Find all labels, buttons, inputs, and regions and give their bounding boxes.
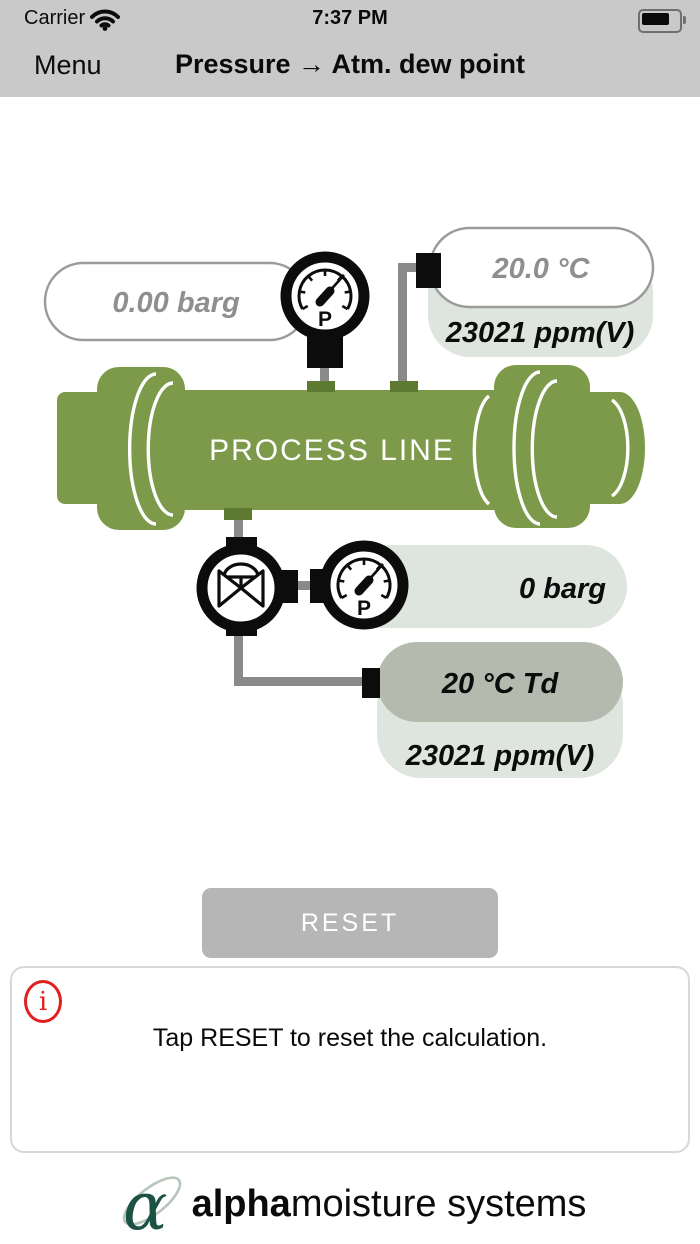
pipe-flange-left (97, 367, 185, 530)
atm-pressure-gauge (310, 546, 403, 624)
pipe-tap-top-2 (390, 381, 418, 392)
gauge1-pipe-line (320, 360, 329, 388)
info-panel: i Tap RESET to reset the calculation. (10, 966, 690, 1153)
atm-moisture-value: 23021 ppm(V) (405, 740, 595, 772)
process-diagram: P (43, 226, 655, 778)
line-temperature-value: 20.0 °C (491, 253, 590, 285)
valve-gauge2-line (288, 581, 322, 590)
line-pressure-value: 0.00 barg (112, 287, 240, 319)
brand-name: alphamoisture systems (192, 1183, 587, 1226)
alpha-logo-icon: α (122, 1168, 181, 1242)
pipe-valve-line (234, 516, 243, 546)
status-bar: Carrier 7:37 PM (0, 0, 700, 36)
connector-lines (234, 263, 420, 686)
line-pressure-group: 0.00 barg (43, 261, 310, 342)
nav-bar: Menu Pressure → Atm. dew point (0, 36, 700, 97)
line-temperature-group: 20.0 °C 23021 ppm(V) (416, 226, 655, 357)
battery-icon (638, 9, 686, 33)
line-pressure-gauge (286, 257, 364, 368)
wifi-icon (90, 9, 120, 31)
temp-pipe-line (398, 263, 407, 392)
line-moisture-value: 23021 ppm(V) (445, 317, 635, 349)
carrier-label: Carrier (24, 7, 86, 29)
header-bar: Carrier 7:37 PM Menu Pressure → Atm. dew… (0, 0, 700, 97)
menu-button[interactable]: Menu (34, 50, 102, 80)
pipe-body (180, 390, 495, 510)
dewpoint-connector-block (362, 668, 380, 698)
valve-bowtie-left (217, 569, 243, 608)
valve-down-line (234, 624, 243, 686)
clock: 7:37 PM (312, 7, 388, 29)
alpha-glyph: α (123, 1168, 168, 1242)
brand-name-bold: alpha (191, 1182, 291, 1225)
atm-dewpoint-pill (377, 642, 623, 722)
valve-bowtie-right (239, 569, 265, 608)
valve-actuator-dome (222, 562, 260, 579)
pressure-gauge-icon (325, 546, 403, 624)
process-pipe: PROCESS LINE (57, 365, 645, 530)
brand-name-regular: moisture systems (290, 1182, 587, 1225)
atm-pressure-pill (330, 545, 627, 628)
valve-right-line (234, 677, 368, 686)
pipe-end-right (575, 392, 645, 504)
temp-stub-line (398, 263, 420, 272)
pipe-tap-top-1 (307, 381, 335, 392)
reset-button[interactable]: RESET (202, 888, 498, 958)
atm-pressure-value: 0 barg (519, 573, 606, 605)
info-icon: i (24, 980, 62, 1023)
pipe-highlights (127, 370, 630, 526)
pressure-gauge-icon (286, 257, 364, 335)
pipe-tap-bottom (224, 508, 252, 520)
sampling-valve (196, 537, 298, 636)
temp-connector-block (416, 253, 441, 288)
atm-dewpoint-value: 20 °C Td (441, 668, 560, 700)
atm-dewpoint-group: 20 °C Td 23021 ppm(V) (362, 642, 623, 778)
brand-footer: α alphamoisture systems (0, 1164, 700, 1244)
info-message: Tap RESET to reset the calculation. (152, 1024, 548, 1052)
page-title: Pressure → Atm. dew point (174, 49, 526, 79)
atm-pressure-group: 0 barg (330, 545, 627, 628)
process-line-label: PROCESS LINE (209, 434, 455, 467)
